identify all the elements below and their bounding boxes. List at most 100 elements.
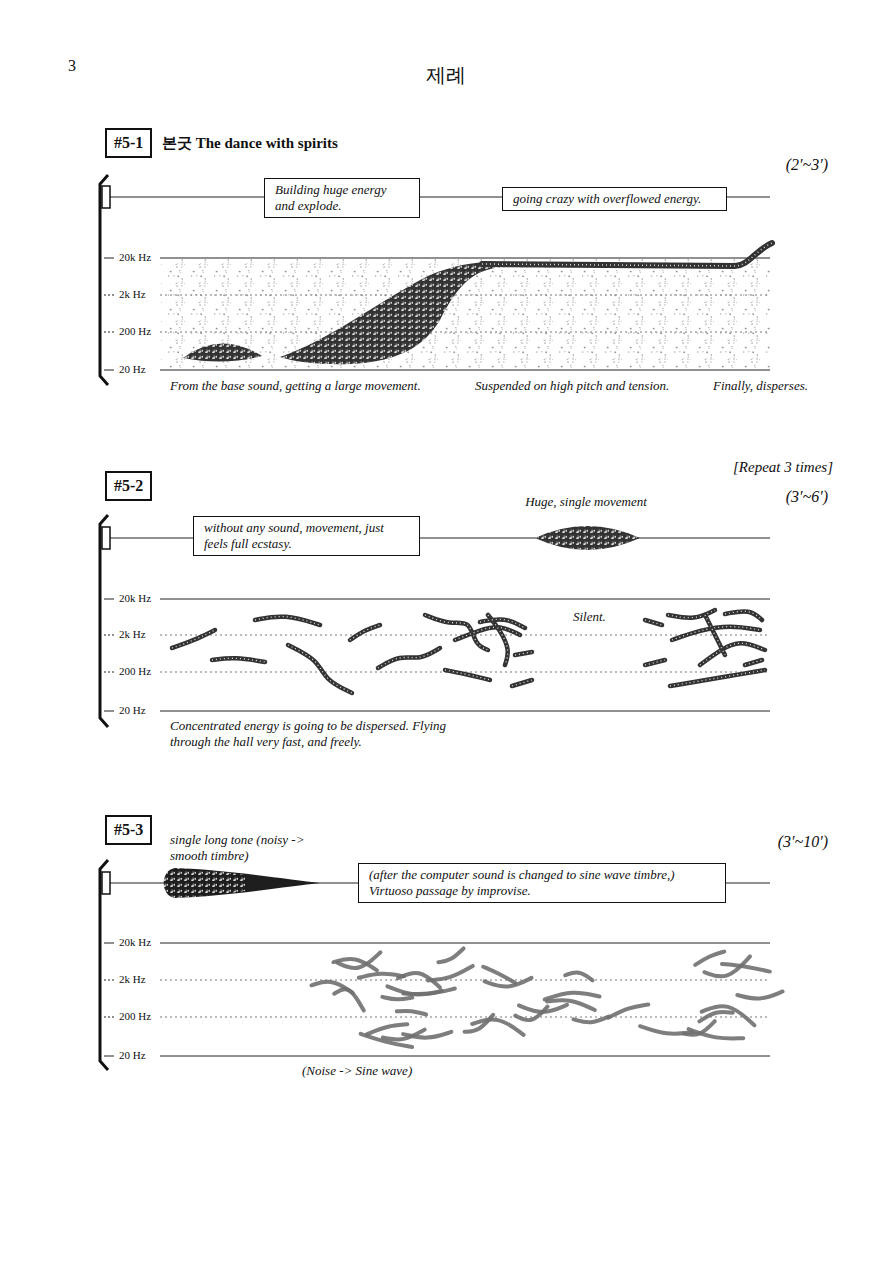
flying-sound-grain (645, 620, 662, 625)
section-number-box: #5-1 (105, 128, 152, 158)
flying-sound-grain (512, 680, 532, 686)
flying-sound-grain (172, 630, 215, 648)
long-tone-grain (164, 868, 245, 898)
axis-label: 2k Hz (119, 288, 146, 301)
flying-sound-grain (705, 615, 725, 655)
annotation: (Noise -> Sine wave) (302, 1063, 412, 1079)
sine-sound (608, 1004, 648, 1017)
axis-label: 20 Hz (119, 1049, 146, 1062)
section-number: #5-3 (114, 820, 143, 840)
axis-tick (104, 258, 114, 259)
flying-sound-grain (480, 619, 525, 628)
performer-marker (102, 527, 110, 549)
instruction-box: Building huge energy and explode. (264, 178, 420, 219)
performer-marker (102, 186, 110, 208)
axis-label: 200 Hz (119, 325, 151, 338)
flying-sound (745, 660, 762, 665)
flying-sound (645, 620, 662, 625)
sine-sound (397, 1011, 426, 1015)
axis-tick (104, 332, 114, 333)
flying-sound (455, 627, 520, 640)
single-movement-grain (535, 526, 640, 550)
long-tone (164, 868, 320, 898)
axis-tick (104, 711, 114, 712)
sound-mass-grain (183, 343, 262, 361)
axis-tick (104, 1056, 114, 1057)
repeat-mark: [Repeat 3 times] (733, 458, 833, 476)
flying-sound (670, 670, 765, 686)
axis-label: 200 Hz (119, 1010, 151, 1023)
sine-sound (428, 966, 473, 980)
axis-line (160, 370, 770, 371)
flying-sound (288, 645, 352, 693)
axis-line (160, 980, 770, 981)
sine-sound (737, 991, 782, 998)
section-number: #5-2 (114, 476, 143, 496)
sound-mass-grain (280, 261, 495, 364)
instruction-text: going crazy with overflowed energy. (513, 191, 716, 207)
flying-sound (512, 680, 532, 686)
sine-sound (702, 1006, 755, 1025)
flying-sound (255, 617, 320, 625)
sine-sound (565, 973, 592, 981)
sine-sound (367, 1024, 407, 1034)
sine-sound (695, 952, 724, 965)
performer-marker (102, 872, 110, 894)
instruction-box: going crazy with overflowed energy. (502, 187, 727, 211)
annotation: Silent. (570, 609, 609, 625)
axis-label: 20k Hz (119, 251, 151, 264)
sine-sound (547, 1000, 595, 1010)
flying-sound (445, 670, 490, 680)
axis-label: 200 Hz (119, 665, 151, 678)
sine-sound (545, 993, 600, 1000)
flying-sounds (172, 610, 765, 693)
sine-sound (483, 967, 515, 983)
axis-tick (104, 599, 114, 600)
flying-sound-grain (645, 660, 665, 665)
flying-sound (725, 611, 762, 620)
axis-label: 2k Hz (119, 628, 146, 641)
high-tone (482, 243, 772, 266)
section-number-box: #5-2 (105, 471, 152, 501)
instruction-text: (after the computer sound is changed to … (369, 867, 715, 900)
noise-texture (160, 259, 770, 369)
sine-sound (403, 1032, 451, 1038)
flying-sound (172, 630, 215, 648)
sine-sound (640, 1026, 692, 1033)
flying-sound (212, 658, 265, 662)
flying-sound-grain (378, 648, 440, 668)
axis-label: 20 Hz (119, 363, 146, 376)
axis-line (160, 258, 770, 259)
duration: (3′~6′) (786, 487, 828, 506)
flying-sound-grain (725, 611, 762, 620)
instruction-box: (after the computer sound is changed to … (358, 863, 726, 904)
flying-sound-grain (745, 660, 762, 665)
flying-sound-grain (445, 670, 490, 680)
instruction-text: without any sound, movement, just feels … (204, 520, 409, 553)
annotation: Finally, disperses. (713, 378, 808, 394)
flying-sound-grain (700, 643, 765, 665)
duration: (3′~10′) (778, 832, 828, 851)
annotation: From the base sound, getting a large mov… (170, 378, 421, 394)
annotation: Suspended on high pitch and tension. (475, 378, 669, 394)
flying-sound (700, 643, 765, 665)
sine-sound (311, 982, 352, 993)
axis-label: 20k Hz (119, 936, 151, 949)
sound-mass (183, 343, 262, 361)
flying-sound-grain (488, 615, 508, 665)
flying-sound-grain (670, 670, 765, 686)
flying-sound-grain (515, 652, 532, 655)
flying-sound-grain (255, 617, 320, 625)
axis-tick (104, 943, 114, 944)
page-title: 제례 (426, 63, 466, 87)
page-number: 3 (68, 56, 76, 75)
sine-sounds (311, 948, 782, 1047)
axis-label: 20k Hz (119, 592, 151, 605)
axis-line (160, 1017, 770, 1018)
axis-line (160, 1056, 770, 1057)
axis-label: 20 Hz (119, 704, 146, 717)
duration: (2′~3′) (786, 155, 828, 174)
section-heading: 본굿 The dance with spirits (162, 134, 338, 152)
annotation: single long tone (noisy -> smooth timbre… (170, 832, 310, 863)
flying-sound (645, 660, 665, 665)
